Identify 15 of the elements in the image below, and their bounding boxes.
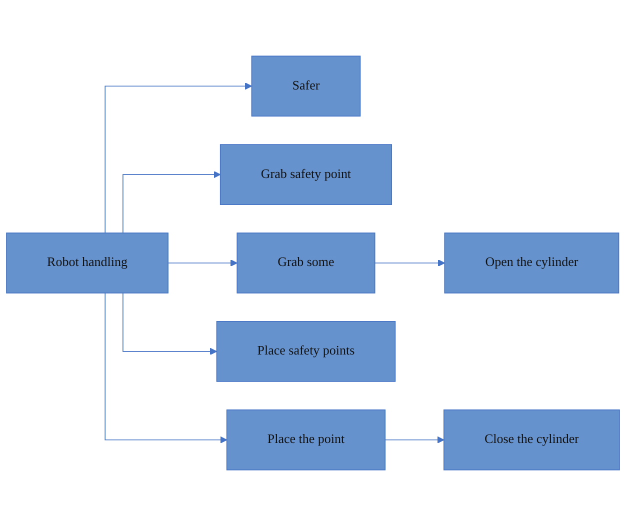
arrow: [168, 259, 238, 267]
node-box: Grab some: [236, 232, 376, 294]
node-box: Robot handling: [6, 232, 168, 294]
arrow: [104, 82, 252, 234]
node-box: Place the point: [226, 409, 386, 470]
arrow: [122, 292, 218, 356]
node-box: Grab safety point: [220, 144, 392, 205]
node-box: Safer: [251, 56, 361, 117]
node-box: Close the cylinder: [444, 409, 620, 470]
arrow: [384, 436, 444, 444]
node-box: Open the cylinder: [444, 232, 620, 294]
arrow: [122, 170, 221, 234]
arrow: [104, 292, 228, 444]
node-box: Place safety points: [216, 321, 396, 382]
arrow: [374, 259, 445, 267]
